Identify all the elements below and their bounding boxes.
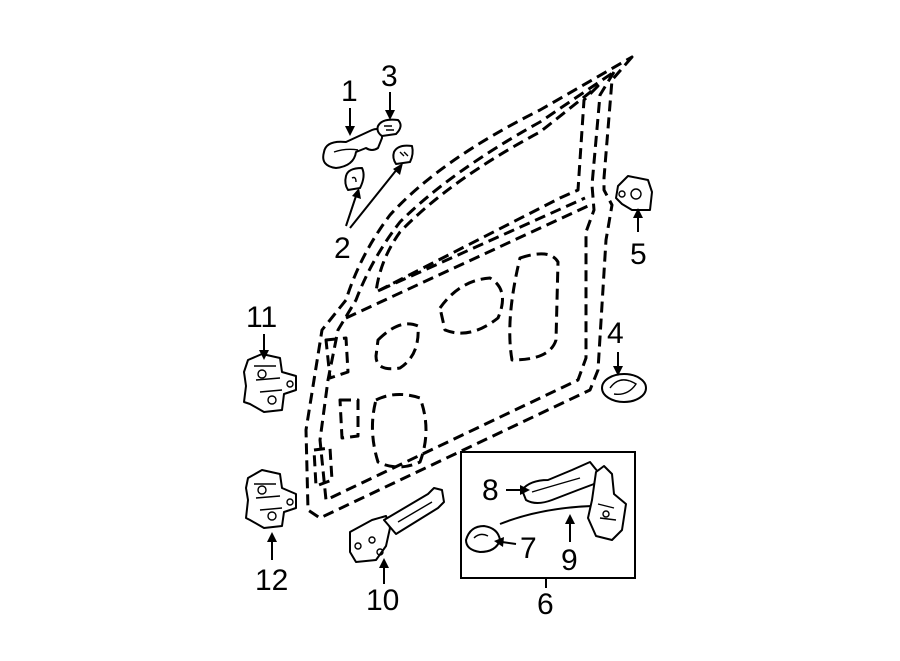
callout-2: 2 xyxy=(334,232,351,265)
callout-12: 12 xyxy=(255,564,288,597)
callout-6: 6 xyxy=(537,588,554,621)
inside-handle-bezel-part xyxy=(601,373,647,403)
outside-handle-part xyxy=(322,128,383,169)
latch-assembly-part xyxy=(465,461,627,553)
callout-5: 5 xyxy=(630,238,647,271)
callout-1: 1 xyxy=(341,75,358,108)
callout-11: 11 xyxy=(246,301,277,334)
door-shell xyxy=(304,55,634,520)
callout-10: 10 xyxy=(366,584,399,617)
latch-assembly-box xyxy=(460,451,636,579)
callout-4: 4 xyxy=(607,317,624,350)
gasket-parts xyxy=(344,144,414,191)
callout-9: 9 xyxy=(561,544,578,577)
leader-arrows xyxy=(259,92,643,588)
callout-8: 8 xyxy=(482,474,499,507)
lower-hinge-part xyxy=(245,469,297,529)
upper-hinge-part xyxy=(243,353,297,413)
callout-3: 3 xyxy=(381,60,398,93)
door-check-bracket-part xyxy=(615,175,653,211)
door-check-part xyxy=(349,487,445,563)
cylinder-cap-part xyxy=(376,118,402,137)
callout-7: 7 xyxy=(520,532,537,565)
